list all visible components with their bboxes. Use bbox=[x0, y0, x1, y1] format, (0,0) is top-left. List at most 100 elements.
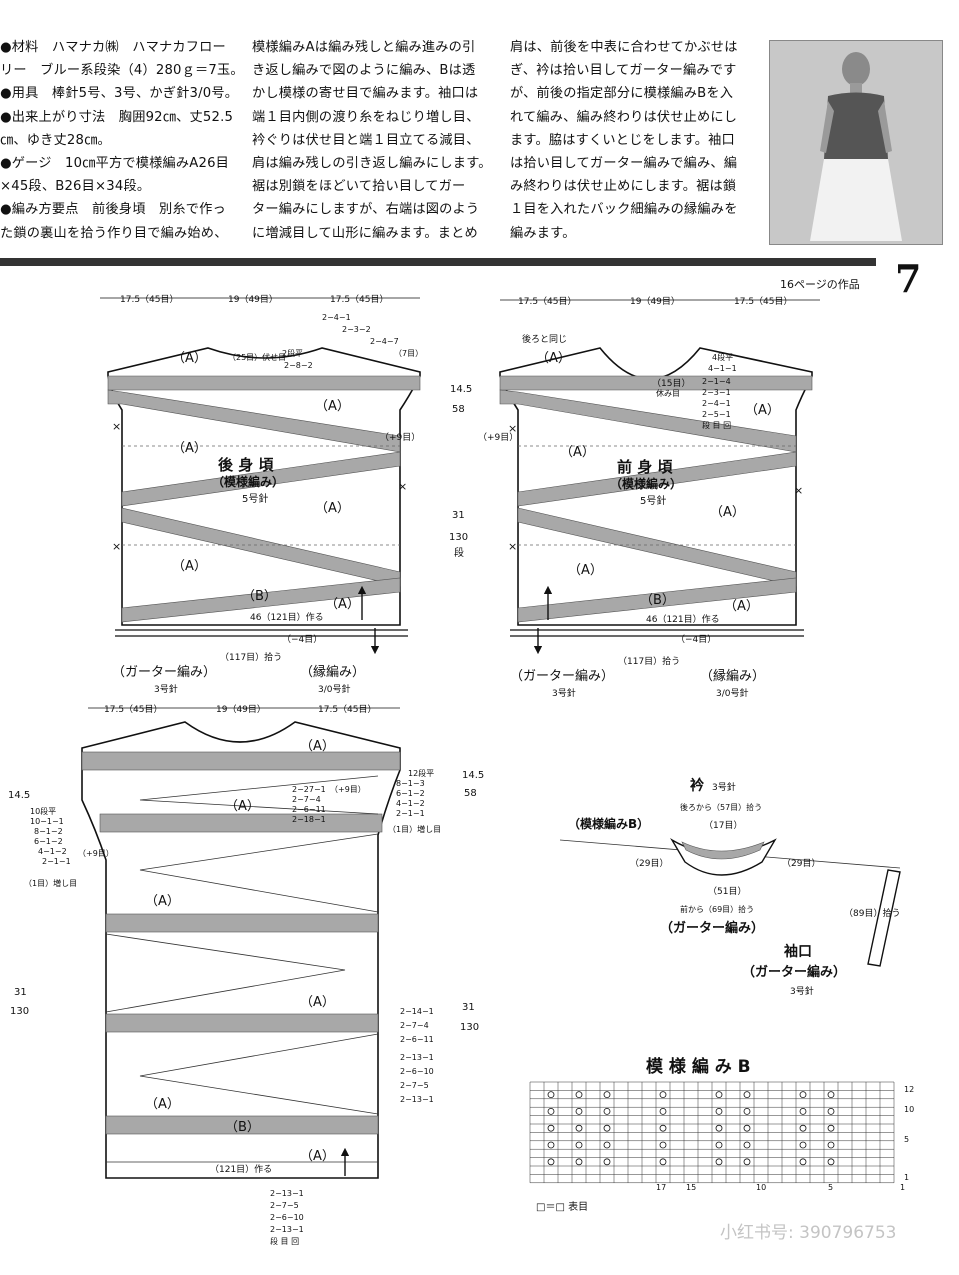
page-caption: 16ページの作品 bbox=[780, 278, 860, 291]
pattern-a-label: （A） bbox=[300, 1149, 335, 1164]
armhole-label: 14.5 bbox=[450, 384, 472, 395]
neck-label: （25目）伏せ目 bbox=[228, 352, 286, 362]
text-line: ●用具 棒針5号、3号、かぎ針3/0号。 bbox=[0, 86, 239, 102]
neck-dec: 4段平 bbox=[712, 352, 733, 362]
plus9-label: （+9目） bbox=[78, 849, 114, 858]
bottom-row: 2−6−10 bbox=[270, 1213, 304, 1222]
pattern-a-label: （A） bbox=[745, 403, 780, 418]
pattern-a-label: （A） bbox=[225, 799, 260, 814]
star-row: 2−13−1 bbox=[400, 1053, 434, 1062]
yarn-over-symbol bbox=[659, 1141, 667, 1149]
yarn-over-symbol bbox=[799, 1141, 807, 1149]
pattern-a-label: （A） bbox=[710, 505, 745, 520]
short-row: 2−18−1 bbox=[292, 815, 326, 824]
left-dec: 2−1−1 bbox=[42, 857, 71, 866]
neck-note: 2段平 bbox=[282, 348, 303, 358]
decrease-mark: × bbox=[794, 484, 803, 497]
yarn-over-symbol bbox=[659, 1158, 667, 1166]
intro-column-2: 模様編みAは編み残しと編み進みの引 き返し編みで図のように編み、Bは透 かし模様… bbox=[252, 36, 492, 245]
garter-label: （ガーター編み） bbox=[510, 668, 614, 684]
back-pick: 後ろから（57目）拾う bbox=[680, 802, 762, 812]
text-line: 衿ぐりは伏せ目と端１目立てる減目、 bbox=[252, 132, 480, 148]
cast-label: 46（121目）作る bbox=[250, 611, 324, 623]
sleeve-needle: 3号針 bbox=[790, 985, 814, 997]
neck-dec: 2−1−4 bbox=[702, 377, 731, 386]
yarn-over-symbol bbox=[715, 1158, 723, 1166]
pattern-a-label: （A） bbox=[145, 894, 180, 909]
col-label: 1 bbox=[900, 1183, 905, 1192]
yarn-over-symbol bbox=[659, 1124, 667, 1132]
text-line: ます。脇はすくいとじをします。袖口 bbox=[510, 132, 735, 148]
text-line: リー ブルー系段染（4）280ｇ＝7玉。 bbox=[0, 63, 244, 79]
sleeve-title: 袖口 bbox=[784, 943, 812, 960]
dan-label: 段 bbox=[454, 546, 464, 559]
st51: （51目） bbox=[708, 886, 746, 897]
width-label: 19（49目） bbox=[216, 704, 266, 715]
yarn-over-symbol bbox=[603, 1158, 611, 1166]
yarn-over-symbol bbox=[799, 1091, 807, 1098]
width-label: 19（49目） bbox=[228, 294, 278, 305]
front-pick: 前から（69目）拾う bbox=[680, 904, 754, 914]
yarn-over-symbol bbox=[575, 1141, 583, 1149]
row-label: 1 bbox=[904, 1173, 909, 1182]
star-row: 2−6−10 bbox=[400, 1067, 434, 1076]
pattern-b-chart: 模 様 編 み B 17 15 10 5 1 12 10 5 1 □＝□ 表目 bbox=[529, 1056, 914, 1213]
yarn-over-symbol bbox=[715, 1141, 723, 1149]
width-label: 17.5（45目） bbox=[518, 296, 577, 307]
watermark: 小红书号: 390796753 bbox=[720, 1223, 896, 1243]
yarn-over-symbol bbox=[547, 1124, 555, 1132]
chart-legend: □＝□ 表目 bbox=[536, 1200, 588, 1213]
neck-dec: 4−1−1 bbox=[708, 364, 737, 373]
yarn-over-symbol bbox=[603, 1124, 611, 1132]
yarn-over-symbol bbox=[575, 1124, 583, 1132]
collar-needle: 3号針 bbox=[712, 781, 736, 793]
yarn-over-symbol bbox=[715, 1124, 723, 1132]
text-line: た鎖の裏山を拾う作り目で編み始め、 bbox=[0, 225, 228, 241]
text-line: ●出来上がり寸法 胸囲92㎝、丈52.5 bbox=[0, 109, 234, 125]
right-inc: 12段平 bbox=[408, 768, 434, 778]
row-label: 5 bbox=[904, 1135, 909, 1144]
model-photo-figure bbox=[770, 41, 942, 244]
pattern-a-label: （A） bbox=[568, 563, 603, 578]
row-label: 12 bbox=[904, 1085, 914, 1094]
text-line: ター編みにしますが、右端は図のよう bbox=[252, 202, 480, 218]
shoulder-st: （7目） bbox=[394, 349, 423, 358]
pattern-a-label: （A） bbox=[724, 599, 759, 614]
pattern-a-label: （A） bbox=[172, 441, 207, 456]
rows-label: 130 bbox=[449, 532, 468, 543]
col-label: 17 bbox=[656, 1183, 666, 1192]
bottom-row: 段 目 回 bbox=[270, 1236, 299, 1246]
short-row: 2−27−1 bbox=[292, 785, 326, 794]
st17: （17目） bbox=[704, 820, 742, 831]
yarn-over-symbol bbox=[799, 1108, 807, 1115]
yarn-over-symbol bbox=[547, 1158, 555, 1166]
text-line: かし模様の寄せ目で編みます。袖口は bbox=[252, 86, 479, 102]
yarn-over-symbol bbox=[743, 1108, 751, 1115]
text-line: に増減目して山形に編みます。まとめ bbox=[252, 225, 478, 241]
right-inc: 4−1−2 bbox=[396, 799, 425, 808]
star-row: 2−14−1 bbox=[400, 1007, 434, 1016]
yarn-over-symbol bbox=[743, 1091, 751, 1098]
text-line: は拾い目してガーター編みで編み、編 bbox=[510, 156, 738, 172]
decrease-mark: × bbox=[398, 480, 407, 493]
yarn-over-symbol bbox=[827, 1108, 835, 1115]
bottom-row: 2−7−5 bbox=[270, 1201, 299, 1210]
row-st: 段 目 回 bbox=[702, 420, 731, 430]
text-line: み終わりは伏せ止めにします。裾は鎖 bbox=[510, 179, 737, 195]
collar-garter: （ガーター編み） bbox=[660, 920, 764, 936]
text-line: 肩は編み残しの引き返し編みにします。 bbox=[252, 156, 492, 172]
rows-label: 130 bbox=[460, 1022, 479, 1033]
pattern-a-label: （A） bbox=[560, 445, 595, 460]
bottom-row: 2−13−1 bbox=[270, 1225, 304, 1234]
yarn-over-symbol bbox=[575, 1091, 583, 1098]
neck-note: 2−8−2 bbox=[284, 361, 313, 370]
yarn-over-symbol bbox=[575, 1108, 583, 1115]
length-label: 31 bbox=[452, 510, 465, 521]
width-label: 17.5（45目） bbox=[120, 294, 179, 305]
width-label: 17.5（45目） bbox=[734, 296, 793, 307]
yarn-over-symbol bbox=[547, 1091, 555, 1098]
back-title: 後 身 頃 bbox=[217, 456, 274, 474]
decrease-mark: × bbox=[112, 540, 121, 553]
front-title: 前 身 頃 bbox=[617, 458, 673, 476]
